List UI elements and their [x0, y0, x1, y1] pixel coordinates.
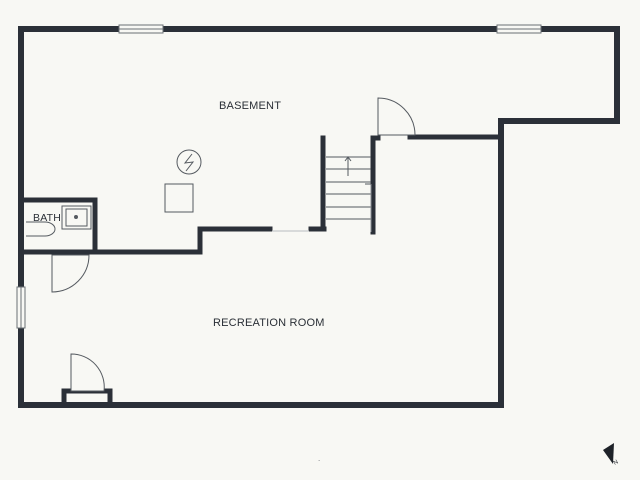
door-basement: [377, 97, 416, 136]
toilet-icon: [26, 221, 56, 237]
room-label-bath: BATH: [33, 212, 62, 224]
door-rec-room: [70, 353, 105, 392]
door-bath-hall: [51, 254, 90, 293]
doors: [51, 97, 416, 392]
north-arrow-icon: [603, 443, 614, 464]
up-arrow-icon: [344, 156, 352, 176]
bath-fixtures: [26, 205, 92, 237]
sink-icon: [61, 205, 92, 230]
square-unit-icon: [164, 183, 194, 213]
footer-mark: .: [318, 454, 321, 463]
outer-walls: [18, 26, 620, 408]
lightning-circle-icon: [176, 149, 202, 175]
room-label-recreation-room: RECREATION ROOM: [213, 317, 325, 329]
interior-walls: [21, 134, 504, 406]
room-label-basement: BASEMENT: [219, 100, 282, 112]
windows: [16, 24, 542, 329]
